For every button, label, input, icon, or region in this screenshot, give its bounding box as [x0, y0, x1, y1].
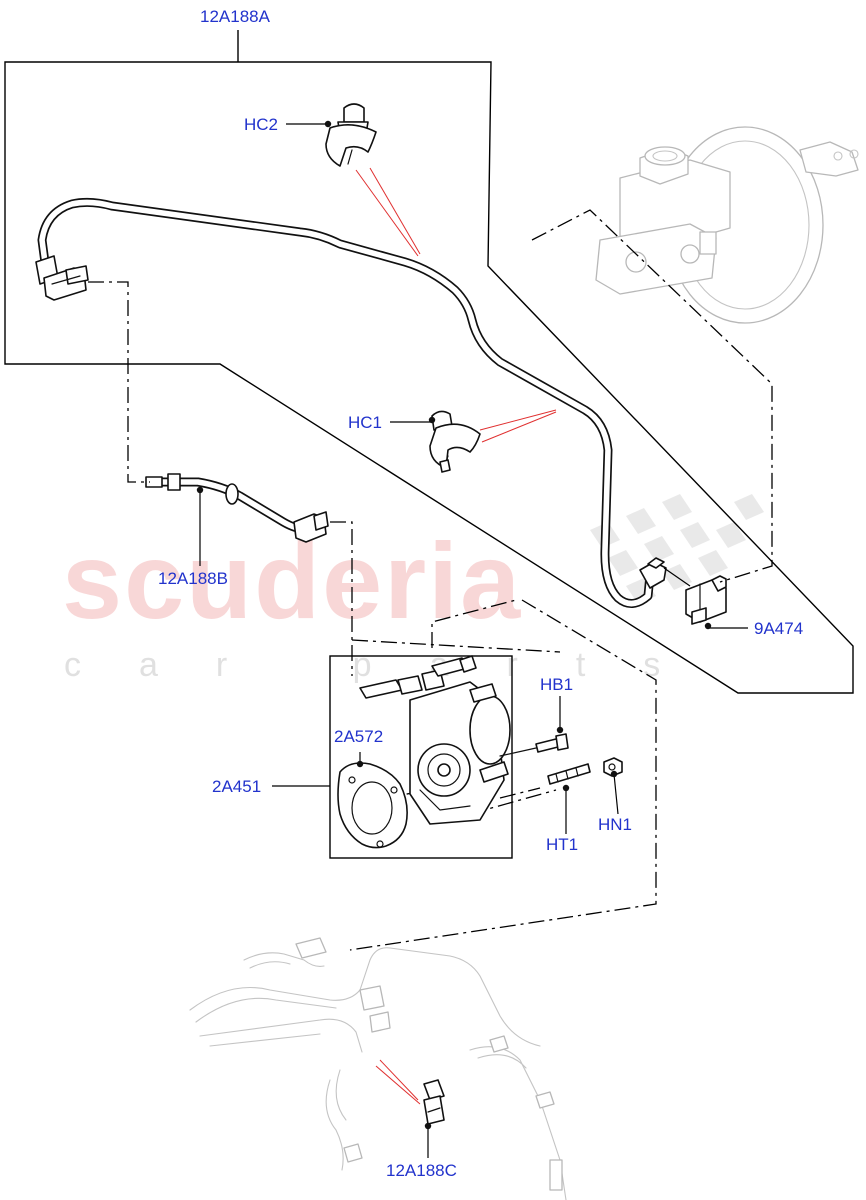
- hose-clip-hc2: [325, 103, 377, 167]
- callout-12a188b: 12A188B: [158, 569, 228, 588]
- vacuum-hose-12a188b: [145, 473, 329, 543]
- vacuum-sensor-9a474: [663, 567, 727, 625]
- watermark: scuderia car parts: [62, 494, 764, 684]
- pointer-lines: [355, 167, 557, 1105]
- callout-12a188a: 12A188A: [200, 7, 271, 26]
- nut-hn1: [603, 757, 623, 777]
- checkered-flag-icon: [590, 494, 764, 604]
- callout-hc1: HC1: [348, 413, 382, 432]
- vacuum-hose-12a188a: [35, 197, 667, 608]
- engine-hoses-ghost: [189, 937, 567, 1200]
- callout-9a474: 9A474: [754, 619, 803, 638]
- hose-clip-hc1: [429, 410, 481, 473]
- gasket-2a572: [337, 762, 408, 849]
- callout-labels: 12A188A HC2 HC1 12A188B 9A474 HB1 2A572 …: [158, 7, 803, 1180]
- callout-hc2: HC2: [244, 115, 278, 134]
- watermark-brand: scuderia: [62, 520, 522, 641]
- callout-ht1: HT1: [546, 835, 578, 854]
- leader-lines: [196, 120, 748, 1158]
- vacuum-pump-2a451: [359, 655, 511, 825]
- watermark-tagline: car parts: [64, 646, 718, 684]
- assembly-lines: [88, 209, 773, 951]
- hose-assembly-frame: [4, 30, 854, 694]
- callout-12a188c: 12A188C: [386, 1161, 457, 1180]
- callout-hb1: HB1: [540, 675, 573, 694]
- callout-2a451: 2A451: [212, 777, 261, 796]
- vacuum-hose-12a188c: [423, 1079, 445, 1125]
- vacuum-pump-frame: [329, 655, 513, 859]
- bolt-hb1: [499, 733, 569, 757]
- callout-2a572: 2A572: [334, 727, 383, 746]
- stud-ht1: [547, 763, 591, 785]
- callout-hn1: HN1: [598, 815, 632, 834]
- brake-booster-ghost: [595, 126, 859, 324]
